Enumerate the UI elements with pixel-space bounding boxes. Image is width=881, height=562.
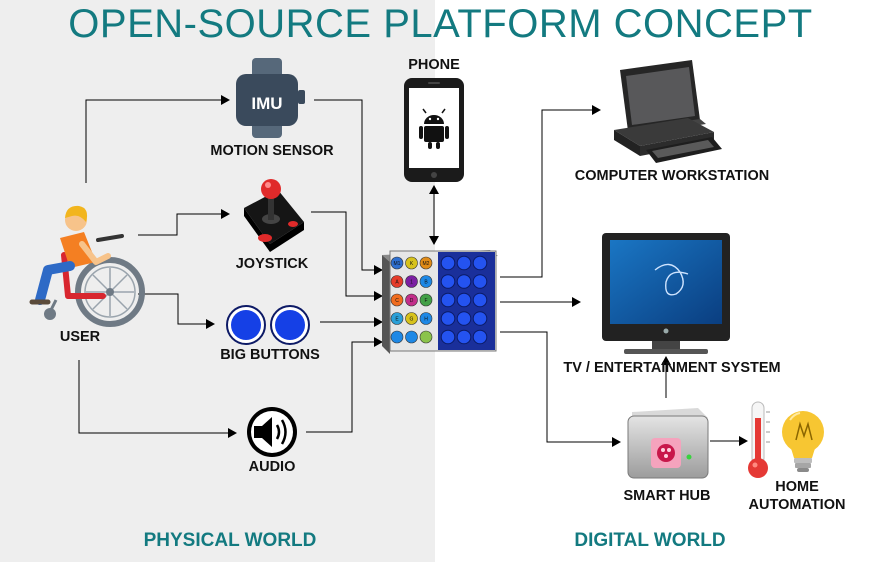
controller-color-key bbox=[419, 293, 433, 307]
arrow-motion-sensor-to-controller bbox=[314, 99, 383, 275]
controller-blue-key bbox=[440, 255, 456, 271]
phone-android-icon bbox=[404, 78, 464, 182]
controller-blue-key bbox=[456, 274, 472, 289]
arrow-user-to-joystick bbox=[138, 209, 230, 236]
controller-color-key bbox=[419, 256, 433, 270]
controller-key-label: D bbox=[410, 298, 414, 304]
controller-blue-key bbox=[440, 311, 456, 326]
joystick-label: JOYSTICK bbox=[235, 256, 309, 272]
watch-imu-icon: IMU bbox=[236, 58, 305, 138]
controller-blue-key bbox=[472, 329, 488, 345]
light-bulb-icon bbox=[782, 411, 824, 472]
controller-blue-key bbox=[456, 292, 472, 308]
page-title: OPEN-SOURCE PLATFORM CONCEPT bbox=[68, 2, 813, 46]
thermometer-icon bbox=[748, 401, 770, 478]
controller-key-label: M1 bbox=[394, 261, 401, 267]
controller-blue-keys bbox=[440, 255, 488, 345]
controller-color-key bbox=[405, 312, 418, 325]
controller-blue-key bbox=[440, 329, 456, 345]
arrow-user-to-big-buttons bbox=[138, 293, 215, 329]
physical-world-panel bbox=[0, 0, 435, 562]
tv-entertainment-label: TV / ENTERTAINMENT SYSTEM bbox=[563, 360, 781, 376]
controller-color-key bbox=[405, 293, 418, 307]
controller-blue-key bbox=[456, 329, 472, 345]
connectors bbox=[78, 95, 748, 447]
controller-blue-key bbox=[456, 311, 472, 326]
controller-blue-key bbox=[440, 292, 456, 308]
controller-color-key bbox=[390, 293, 404, 307]
tv-entertainment-icon bbox=[602, 233, 730, 354]
controller-color-key bbox=[419, 330, 433, 344]
controller-color-key bbox=[390, 275, 404, 288]
joystick-icon bbox=[244, 179, 304, 252]
controller-color-keys: M1 K M2A 1 B C D F E G H bbox=[390, 256, 433, 344]
controller-key-label: B bbox=[424, 280, 428, 286]
controller-key-label: E bbox=[395, 317, 399, 323]
smart-hub-label: SMART HUB bbox=[623, 488, 711, 504]
controller-blue-key bbox=[472, 255, 488, 271]
controller-key-label: A bbox=[395, 280, 399, 286]
controller-key-label: 1 bbox=[410, 280, 413, 286]
controller-color-key bbox=[405, 275, 418, 288]
controller-key-label: C bbox=[395, 298, 399, 304]
controller-color-key bbox=[390, 330, 404, 344]
arrow-controller-to-smart-hub bbox=[500, 331, 621, 447]
user-wheelchair-icon bbox=[29, 205, 145, 327]
digital-world-label: DIGITAL WORLD bbox=[574, 530, 726, 551]
computer-workstation-icon bbox=[614, 60, 722, 163]
home-automation-label-line1: HOME bbox=[775, 479, 819, 495]
big-buttons-icon bbox=[226, 305, 310, 345]
controller-blue-key bbox=[472, 311, 488, 326]
arrow-user-to-audio bbox=[78, 360, 237, 438]
controller-key-label: G bbox=[410, 317, 414, 323]
controller-key-label: F bbox=[424, 298, 427, 304]
audio-label: AUDIO bbox=[248, 459, 296, 475]
motion-sensor-label: MOTION SENSOR bbox=[210, 143, 334, 159]
computer-workstation-label: COMPUTER WORKSTATION bbox=[574, 168, 770, 184]
controller-color-key bbox=[405, 256, 418, 270]
controller-key-label: M2 bbox=[423, 261, 430, 267]
controller-color-key bbox=[419, 275, 433, 288]
controller-blue-key bbox=[472, 292, 488, 308]
controller-color-key bbox=[405, 330, 418, 344]
imu-label: IMU bbox=[251, 94, 282, 113]
smart-hub-icon bbox=[627, 408, 709, 479]
phone-label: PHONE bbox=[408, 57, 460, 73]
arrow-controller-to-computer bbox=[500, 105, 601, 278]
controller-color-key bbox=[390, 312, 404, 325]
controller-key-label: K bbox=[410, 261, 414, 267]
controller-blue-key bbox=[456, 255, 472, 271]
controller-blue-key bbox=[472, 274, 488, 289]
user-label: USER bbox=[59, 329, 101, 345]
physical-world-label: PHYSICAL WORLD bbox=[143, 530, 317, 551]
big-buttons-label: BIG BUTTONS bbox=[220, 347, 320, 363]
arrow-user-to-motion-sensor bbox=[85, 95, 230, 183]
controller-key-label: H bbox=[424, 317, 428, 323]
controller-color-key bbox=[390, 256, 404, 270]
controller-color-key bbox=[419, 312, 433, 325]
arrow-joystick-to-controller bbox=[311, 211, 383, 301]
arrow-audio-to-controller bbox=[306, 337, 383, 433]
controller-blue-key bbox=[440, 274, 456, 289]
home-automation-label-line2: AUTOMATION bbox=[748, 497, 846, 513]
controller-hub-icon: M1 K M2A 1 B C D F E G H bbox=[382, 250, 498, 354]
audio-speaker-icon bbox=[247, 407, 297, 457]
